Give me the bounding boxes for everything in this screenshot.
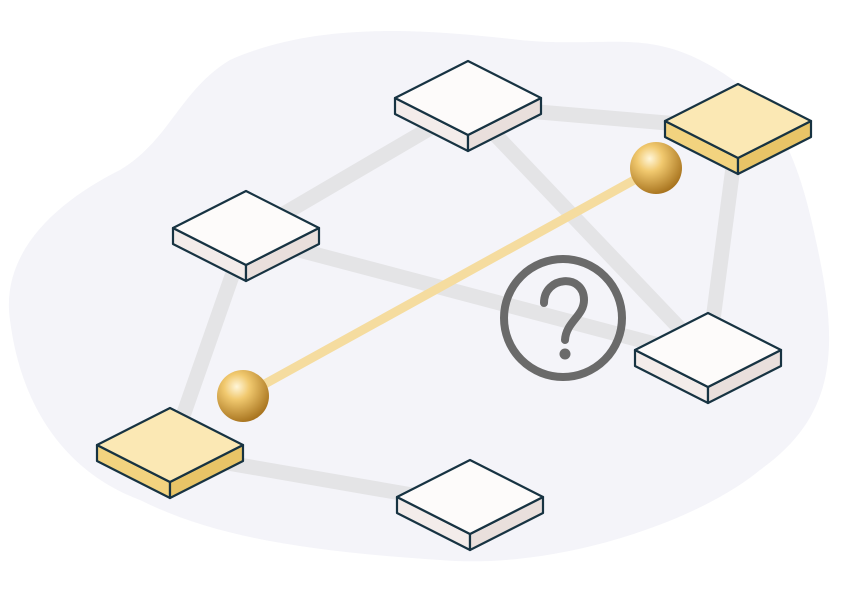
- node-n1-top-face: [171, 189, 321, 267]
- node-n4-top-face: [663, 82, 813, 160]
- node-n1[interactable]: [171, 189, 321, 283]
- nodes-layer: [95, 59, 813, 552]
- link-endpoint-ball-n2: [217, 370, 269, 422]
- highlighted-connection: [238, 163, 661, 401]
- edge-n1-n6: [238, 228, 716, 366]
- node-n5-top-face: [395, 458, 545, 536]
- question-dot: [559, 348, 571, 360]
- node-n3-top-face: [393, 59, 543, 137]
- question-mark-icon: [500, 255, 626, 381]
- link-endpoint-ball-n4: [630, 142, 682, 194]
- node-n2-top-face: [95, 406, 245, 484]
- balls-layer: [217, 142, 682, 422]
- node-n6-top-face: [633, 311, 783, 389]
- node-n6[interactable]: [633, 311, 783, 405]
- question-ring: [500, 255, 626, 381]
- node-n4[interactable]: [663, 82, 813, 176]
- question-hook: [540, 277, 589, 344]
- node-n2[interactable]: [95, 406, 245, 500]
- node-n3[interactable]: [393, 59, 543, 153]
- node-n5[interactable]: [395, 458, 545, 552]
- edge-n3-n6: [460, 98, 716, 366]
